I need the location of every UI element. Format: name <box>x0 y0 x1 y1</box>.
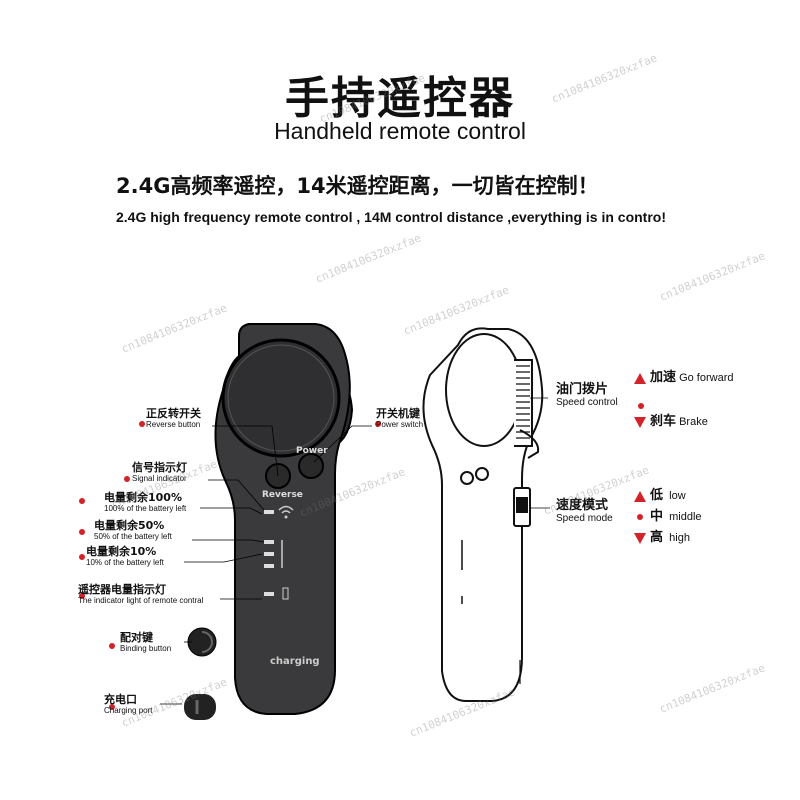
device-charging-text: charging <box>270 656 320 667</box>
led-10 <box>264 564 274 568</box>
legend-middle-en: middle <box>669 511 702 523</box>
remote-front-view <box>184 323 354 720</box>
label-remote-indicator: 遥控器电量指示灯 The indicator light of remote c… <box>78 583 204 606</box>
label-battery50: 电量剩余50% 50% of the battery left <box>94 519 172 542</box>
label-charging-port: 充电口 Charging port <box>104 693 153 716</box>
legend-brake-cn: 刹车 <box>650 413 677 428</box>
remote-side-view <box>422 327 544 702</box>
label-binding-en: Binding button <box>120 644 172 653</box>
battery-icon <box>282 587 289 600</box>
legend-forward-en: Go forward <box>679 372 734 384</box>
joystick-outline <box>445 333 523 447</box>
label-binding-cn: 配对键 <box>120 631 153 644</box>
label-speed-control-en: Speed control <box>556 397 618 408</box>
label-battery50-cn: 电量剩余50% <box>94 519 165 532</box>
label-signal: 信号指示灯 Signal indicator <box>132 461 187 484</box>
joystick-dark <box>221 338 341 458</box>
legend-brake-en: Brake <box>679 416 708 428</box>
label-power-switch-en: Power switch <box>376 420 424 429</box>
legend-low: 低 low <box>634 484 686 503</box>
led-signal <box>264 510 274 514</box>
label-speed-control-cn: 油门拨片 <box>556 382 609 397</box>
tagline-en: 2.4G high frequency remote control , 14M… <box>116 209 666 225</box>
label-remote-indicator-cn: 遥控器电量指示灯 <box>78 583 166 596</box>
label-battery50-en: 50% of the battery left <box>94 532 172 541</box>
led-100 <box>264 540 274 544</box>
legend-middle: 中 middle <box>634 505 702 524</box>
label-charging-port-cn: 充电口 <box>104 693 137 706</box>
side-reverse-button <box>460 471 474 485</box>
led-remote-battery <box>264 592 274 596</box>
legend-dot-throttle <box>638 394 644 413</box>
label-battery100: 电量剩余100% 100% of the battery left <box>104 491 187 514</box>
label-remote-indicator-en: The indicator light of remote contral <box>78 596 204 605</box>
legend-high: 高 high <box>634 526 690 545</box>
label-battery100-en: 100% of the battery left <box>104 504 187 513</box>
label-battery100-cn: 电量剩余100% <box>104 491 182 504</box>
label-charging-port-en: Charging port <box>104 706 153 715</box>
signal-icon <box>278 505 294 514</box>
label-speed-mode: 速度模式 Speed mode <box>556 494 613 524</box>
label-battery10-en: 10% of the battery left <box>86 558 164 567</box>
legend-low-cn: 低 <box>650 487 664 502</box>
page-title: 手持遥控器 <box>285 73 515 124</box>
side-power-button <box>475 467 489 481</box>
up-arrow-icon <box>634 372 646 384</box>
label-signal-en: Signal indicator <box>132 474 187 483</box>
label-speed-control: 油门拨片 Speed control <box>556 378 618 408</box>
label-power-switch: 开关机键 Power switch <box>376 407 424 430</box>
label-power-switch-cn: 开关机键 <box>376 407 420 420</box>
legend-forward: 加速 Go forward <box>634 366 734 385</box>
dot-icon <box>637 514 643 520</box>
legend-low-en: low <box>669 490 686 502</box>
power-button-dark <box>298 453 324 479</box>
label-reverse-en: Reverse button <box>146 420 201 429</box>
label-binding: 配对键 Binding button <box>120 631 172 654</box>
page-subtitle: Handheld remote control <box>274 118 526 144</box>
legend-forward-cn: 加速 <box>650 369 677 384</box>
up-arrow-icon <box>634 490 646 502</box>
device-power-text: Power <box>296 446 328 456</box>
legend-middle-cn: 中 <box>650 508 664 523</box>
led-50 <box>264 552 274 556</box>
charging-port-closeup <box>184 694 216 720</box>
label-speed-mode-cn: 速度模式 <box>556 498 609 513</box>
label-signal-cn: 信号指示灯 <box>132 461 187 474</box>
down-arrow-icon <box>634 532 646 544</box>
tagline-cn: 2.4G高频率遥控，14米遥控距离，一切皆在控制！ <box>116 174 599 198</box>
legend-high-en: high <box>669 532 690 544</box>
legend-high-cn: 高 <box>650 529 664 544</box>
label-reverse: 正反转开关 Reverse button <box>146 407 201 430</box>
legend-brake: 刹车 Brake <box>634 410 708 429</box>
label-speed-mode-en: Speed mode <box>556 513 613 524</box>
label-reverse-cn: 正反转开关 <box>146 407 201 420</box>
device-reverse-text: Reverse <box>262 490 303 500</box>
label-battery10-cn: 电量剩余10% <box>86 545 157 558</box>
label-battery10: 电量剩余10% 10% of the battery left <box>86 545 164 568</box>
down-arrow-icon <box>634 416 646 428</box>
